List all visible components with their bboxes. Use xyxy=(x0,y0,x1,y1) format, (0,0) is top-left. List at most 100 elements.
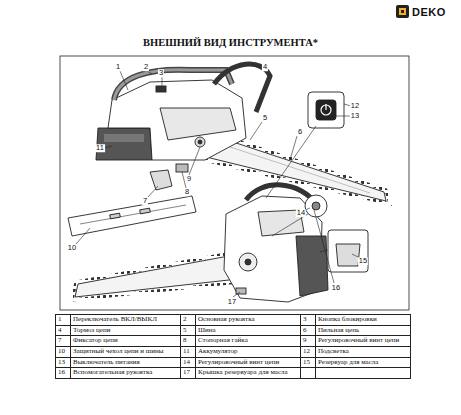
callout-number: 8 xyxy=(184,188,190,196)
callout-number: 16 xyxy=(331,284,341,292)
table-cell: 8 xyxy=(181,336,196,347)
callout-number: 17 xyxy=(227,298,237,306)
callout-number: 2 xyxy=(143,63,149,71)
part-name: Регулировочный винт цепи xyxy=(318,336,399,344)
parts-table-grid: 1 Переключатель ВКЛ/ВЫКЛ 2 Основная рукоятк… xyxy=(55,314,411,379)
table-cell: Крышка резервуара для масла xyxy=(196,368,301,379)
table-cell: 16 xyxy=(56,368,71,379)
page-title: ВНЕШНИЙ ВИД ИНСТРУМЕНТА* xyxy=(0,37,461,48)
part-name: Аккумулятор xyxy=(198,347,237,355)
part-number: 3 xyxy=(303,315,307,323)
part-number: 2 xyxy=(183,315,187,323)
table-cell: Пильная цепь xyxy=(316,325,411,336)
table-cell xyxy=(316,368,411,379)
table-cell: 3 xyxy=(301,315,316,326)
callout-number: 15 xyxy=(358,257,368,265)
part-name: Регулировочный винт цепи xyxy=(198,358,279,366)
parts-table: 1 Переключатель ВКЛ/ВЫКЛ 2 Основная рукоятк… xyxy=(55,314,410,379)
callout-number: 7 xyxy=(142,197,148,205)
part-number: 16 xyxy=(58,368,65,376)
table-cell: 10 xyxy=(56,347,71,358)
callout-number: 3 xyxy=(158,69,164,77)
table-row: 10 Защитный чехол цепи и шины 11 Аккумулято… xyxy=(56,347,411,358)
bottom-chainsaw xyxy=(72,185,328,302)
table-cell: Фиксатор цепи xyxy=(71,336,181,347)
brand-logo: DEKO xyxy=(412,6,446,18)
table-cell: Регулировочный винт цепи xyxy=(196,357,301,368)
part-number: 17 xyxy=(183,368,190,376)
callout-number: 6 xyxy=(297,128,303,136)
table-cell: Регулировочный винт цепи xyxy=(316,336,411,347)
table-row: 16 Вспомогательная рукоятка 17 Крышка резер… xyxy=(56,368,411,379)
table-cell: Аккумулятор xyxy=(196,347,301,358)
table-cell: 1 xyxy=(56,315,71,326)
table-cell: Защитный чехол цепи и шины xyxy=(71,347,181,358)
part-name: Вспомогательная рукоятка xyxy=(73,368,152,376)
table-cell xyxy=(301,368,316,379)
part-name: Выключатель питания xyxy=(73,358,140,366)
table-cell: Тормоз цепи xyxy=(71,325,181,336)
callout-number: 13 xyxy=(350,112,360,120)
table-row: 13 Выключатель питания 14Регулировочный ви… xyxy=(56,357,411,368)
part-number: 11 xyxy=(183,347,190,355)
part-name: Кнопка блокировки xyxy=(318,315,377,323)
table-cell: 4 xyxy=(56,325,71,336)
table-cell: 5 xyxy=(181,325,196,336)
part-number: 1 xyxy=(58,315,62,323)
part-name: Фиксатор цепи xyxy=(73,336,118,344)
table-cell: Стопорная гайка xyxy=(196,336,301,347)
part-name: Резервуар для масла xyxy=(318,358,378,366)
table-cell: 9 xyxy=(301,336,316,347)
part-name: Пильная цепь xyxy=(318,326,359,334)
part-name: Подсветка xyxy=(318,347,349,355)
table-cell: 6 xyxy=(301,325,316,336)
part-name: Тормоз цепи xyxy=(73,326,110,334)
part-number: 10 xyxy=(58,347,65,355)
table-cell: 2 xyxy=(181,315,196,326)
part-number: 15 xyxy=(303,358,310,366)
callout-number: 4 xyxy=(262,63,268,71)
part-number: 4 xyxy=(58,326,62,334)
table-cell: 14 xyxy=(181,357,196,368)
callout-number: 11 xyxy=(95,144,105,152)
table-cell: Подсветка xyxy=(316,347,411,358)
part-name: Крышка резервуара для масла xyxy=(198,368,288,376)
part-name: Переключатель ВКЛ/ВЫКЛ xyxy=(73,315,157,323)
part-number: 13 xyxy=(58,358,65,366)
chain-sheath xyxy=(68,196,196,236)
table-cell: Резервуар для масла xyxy=(316,357,411,368)
part-name: Стопорная гайка xyxy=(198,336,248,344)
top-chainsaw xyxy=(96,64,390,204)
part-number: 6 xyxy=(303,326,307,334)
callout-number: 9 xyxy=(186,175,192,183)
table-cell: Вспомогательная рукоятка xyxy=(71,368,181,379)
table-row: 1 Переключатель ВКЛ/ВЫКЛ 2 Основная рукоятк… xyxy=(56,315,411,326)
table-cell: Выключатель питания xyxy=(71,357,181,368)
table-row: 7 Фиксатор цепи 8 Стопорная гайка 9 Регулиров… xyxy=(56,336,411,347)
table-cell: 15 xyxy=(301,357,316,368)
part-name: Защитный чехол цепи и шины xyxy=(73,347,163,355)
part-number: 9 xyxy=(303,336,307,344)
callout-number: 5 xyxy=(262,114,268,122)
callout-number: 12 xyxy=(350,102,360,110)
callout-number: 14 xyxy=(296,209,306,217)
part-number: 5 xyxy=(183,326,187,334)
part-name: Шина xyxy=(198,326,216,334)
leader-lines xyxy=(76,64,360,297)
part-number: 7 xyxy=(58,336,62,344)
part-number: 12 xyxy=(303,347,310,355)
table-cell: 13 xyxy=(56,357,71,368)
part-name: Основная рукоятка xyxy=(198,315,255,323)
table-cell: 12 xyxy=(301,347,316,358)
table-row: 4 Тормоз цепи 5 Шина 6 Пильная цепь xyxy=(56,325,411,336)
table-cell: Основная рукоятка xyxy=(196,315,301,326)
table-cell: 17 xyxy=(181,368,196,379)
table-cell: 7 xyxy=(56,336,71,347)
figure-frame xyxy=(60,56,409,310)
logo-icon xyxy=(396,5,409,18)
part-number: 8 xyxy=(183,336,187,344)
table-cell: 11 xyxy=(181,347,196,358)
detail-insets xyxy=(266,92,368,272)
callout-number: 10 xyxy=(67,244,77,252)
table-cell: Шина xyxy=(196,325,301,336)
